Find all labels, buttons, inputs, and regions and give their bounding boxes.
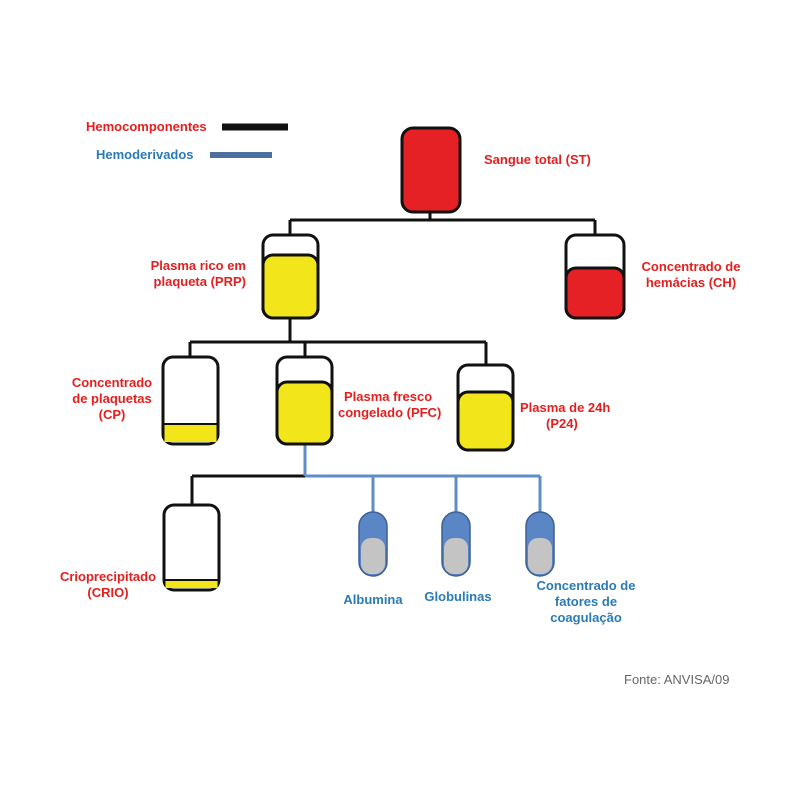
ch-label-line-1: Concentrado de <box>641 259 741 274</box>
fatores-label-line-3: coagulação <box>550 610 622 625</box>
cp-label-line-3: (CP) <box>98 407 126 422</box>
fatores-label-line-1: Concentrado de <box>536 578 636 593</box>
ch-label-line-2: hemácias (CH) <box>645 275 737 290</box>
prp-label-line-1: Plasma rico em <box>150 258 246 273</box>
ch-label: Concentrado de hemácias (CH) <box>632 259 750 291</box>
prp-bag <box>261 233 320 320</box>
source-credit: Fonte: ANVISA/09 <box>624 672 730 687</box>
hemoderivados-connectors <box>303 443 542 512</box>
cp-label-line-1: Concentrado <box>71 375 153 390</box>
p24-bag <box>456 363 515 452</box>
ch-bag <box>564 233 626 320</box>
fatores-label-line-2: fatores de <box>554 594 618 609</box>
pfc-label-line-1: Plasma fresco <box>344 389 433 404</box>
cp-label: Concentrado de plaquetas (CP) <box>60 375 164 423</box>
legend-hemoderivados-label: Hemoderivados <box>96 147 194 162</box>
hemocomponentes-connectors <box>188 210 597 505</box>
cp-label-line-2: de plaquetas <box>72 391 152 406</box>
globulinas-vial <box>441 511 471 577</box>
legend-hemocomponentes-label: Hemocomponentes <box>86 119 207 134</box>
p24-label: Plasma de 24h (P24) <box>520 400 610 432</box>
globulinas-label: Globulinas <box>424 589 492 604</box>
albumina-label: Albumina <box>343 592 403 607</box>
sangue-total-bag <box>400 126 462 214</box>
prp-label-line-2: plaqueta (PRP) <box>153 274 246 289</box>
fatores-label: Concentrado de fatores de coagulação <box>526 578 646 626</box>
pfc-label: Plasma fresco congelado (PFC) <box>338 389 441 421</box>
albumina-vial <box>358 511 388 577</box>
fatores-vial <box>525 511 555 577</box>
pfc-bag <box>275 355 334 446</box>
crio-bag <box>162 503 221 592</box>
sangue-total-label: Sangue total (ST) <box>484 152 591 167</box>
p24-label-line-2: (P24) <box>546 416 578 431</box>
p24-label-line-1: Plasma de 24h <box>520 400 611 415</box>
crio-label-line-1: Crioprecipitado <box>59 569 157 584</box>
prp-label: Plasma rico em plaqueta (PRP) <box>140 258 246 290</box>
crio-label-line-2: (CRIO) <box>87 585 129 600</box>
cp-bag <box>161 355 220 446</box>
crio-label: Crioprecipitado (CRIO) <box>52 569 164 601</box>
pfc-label-line-2: congelado (PFC) <box>338 405 442 420</box>
